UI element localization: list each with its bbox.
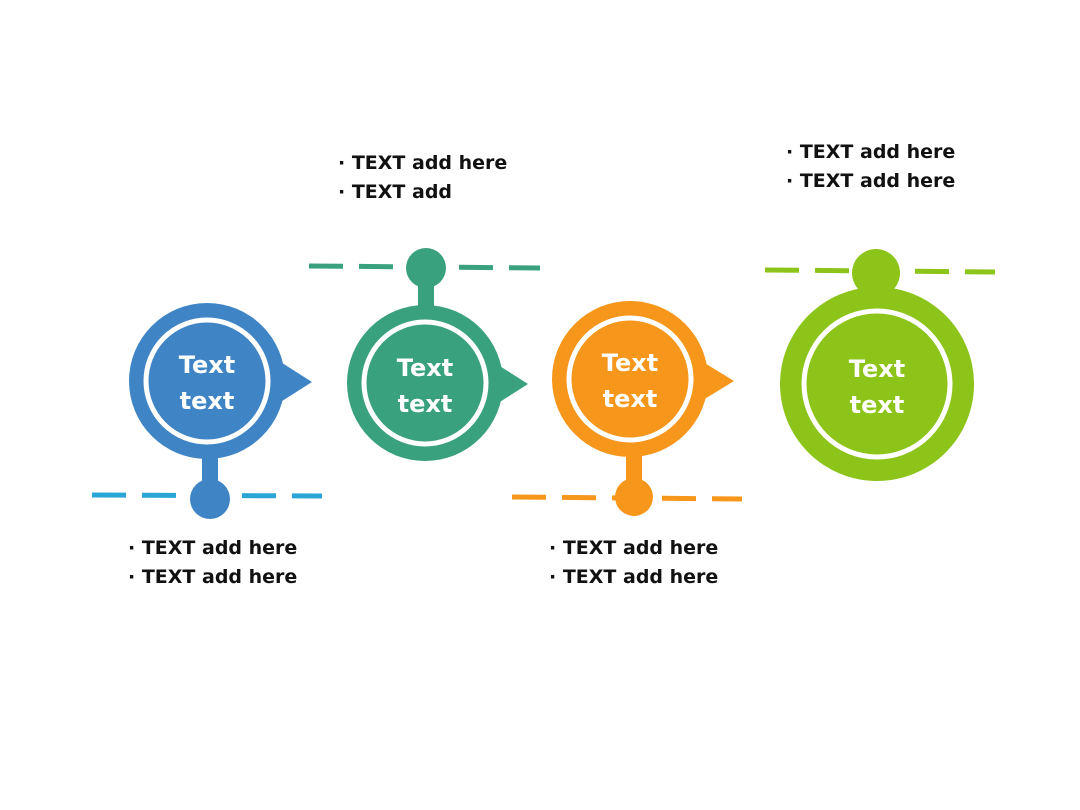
- step-3-circle: [552, 301, 708, 457]
- step-1-connector-dot: [190, 479, 230, 519]
- step-3-note-2: · TEXT add here: [549, 566, 719, 588]
- step-3-notes: · TEXT add here · TEXT add here: [549, 534, 718, 592]
- step-1-circle: [129, 303, 285, 459]
- step-4-circle: [780, 287, 974, 481]
- step-3-note-1: · TEXT add here: [549, 537, 719, 559]
- step-4-note-2: · TEXT add here: [786, 170, 956, 192]
- step-4-group: Text text: [764, 249, 996, 481]
- step-2-notes: · TEXT add here · TEXT add: [338, 149, 507, 207]
- step-4-inner-ring: [801, 308, 953, 460]
- step-1-note-2: · TEXT add here: [128, 566, 298, 588]
- step-3-group: Text text: [511, 301, 743, 516]
- step-1-label-line1: Text: [179, 351, 235, 379]
- step-2-inner-ring: [361, 319, 489, 447]
- step-3-connector-dot: [615, 478, 653, 516]
- step-4-connector-dot: [852, 249, 900, 297]
- step-3-label-line2: text: [603, 385, 658, 413]
- step-2-note-2: · TEXT add: [338, 181, 453, 203]
- step-1-label-line2: text: [180, 387, 235, 415]
- step-3-inner-ring: [566, 315, 694, 443]
- step-4-note-1: · TEXT add here: [786, 141, 956, 163]
- step-2-note-1: · TEXT add here: [338, 152, 508, 174]
- step-1-inner-ring: [143, 317, 271, 445]
- step-4-notes: · TEXT add here · TEXT add here: [786, 138, 955, 196]
- step-1-note-1: · TEXT add here: [128, 537, 298, 559]
- step-3-label-line1: Text: [602, 349, 658, 377]
- step-4-label-line1: Text: [849, 355, 905, 383]
- step-2-connector-dot: [406, 248, 446, 288]
- step-2-circle: [347, 305, 503, 461]
- step-1-notes: · TEXT add here · TEXT add here: [128, 534, 297, 592]
- step-1-group: Text text: [91, 303, 323, 519]
- step-2-label-line2: text: [398, 390, 453, 418]
- step-2-label-line1: Text: [397, 354, 453, 382]
- step-2-group: Text text: [308, 248, 541, 461]
- step-4-label-line2: text: [850, 391, 905, 419]
